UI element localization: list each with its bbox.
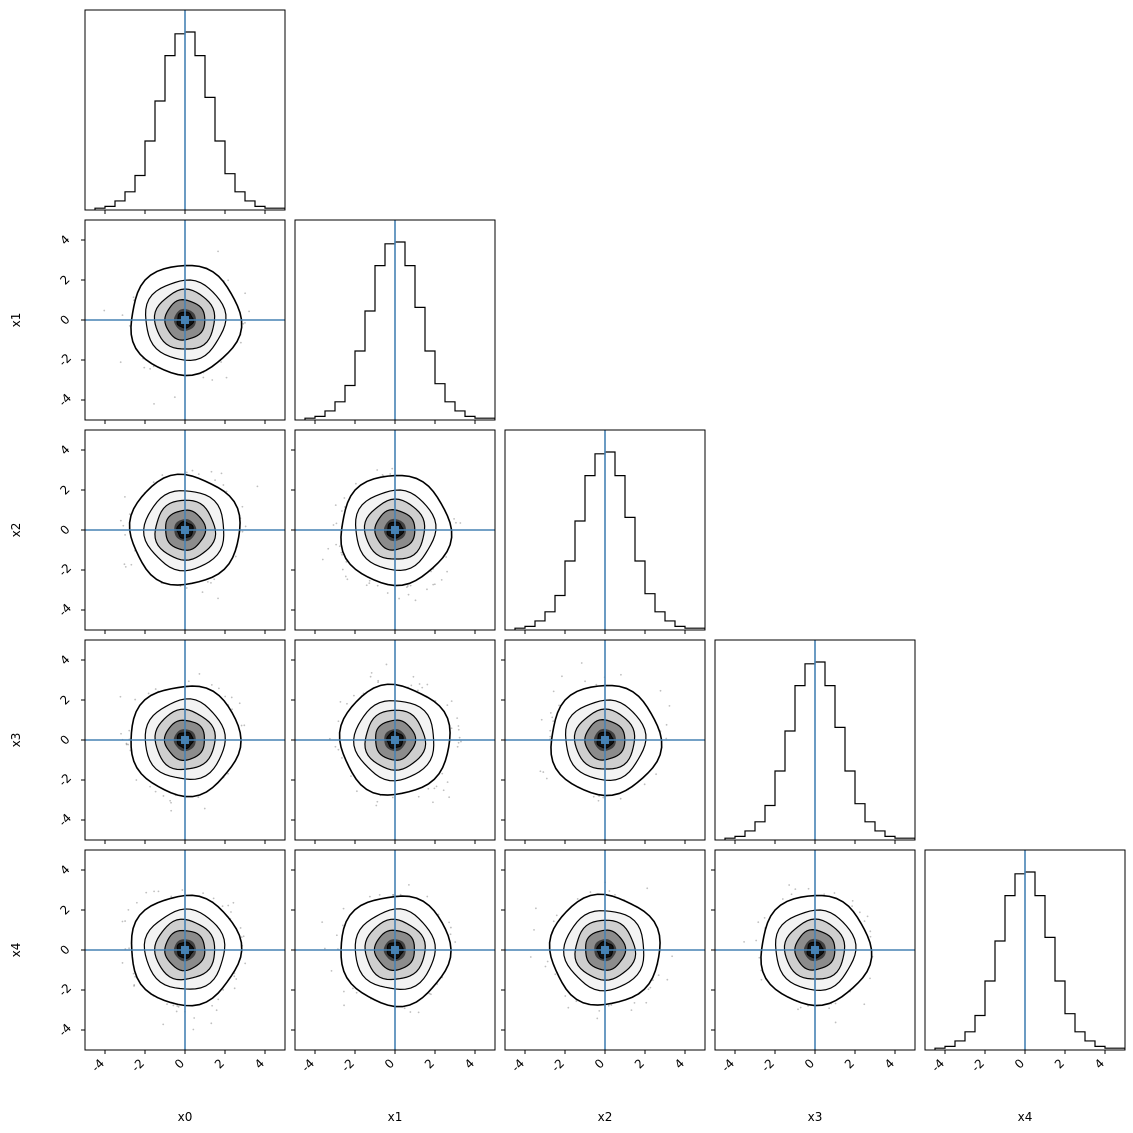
truth-marker xyxy=(601,736,609,744)
x-tick-label: 0 xyxy=(382,1056,397,1071)
panel-x2-x4 xyxy=(501,849,706,1054)
x-tick-label: 4 xyxy=(462,1056,477,1071)
y-tick-label: -2 xyxy=(56,771,74,789)
y-tick-label: -4 xyxy=(56,601,74,619)
y-tick-label: -2 xyxy=(56,351,74,369)
x-tick-label: 4 xyxy=(882,1056,897,1071)
panel-x1-x1 xyxy=(294,219,496,424)
panel-x1-x2 xyxy=(291,429,496,634)
x-tick-label: -4 xyxy=(89,1056,107,1074)
truth-marker xyxy=(181,316,189,324)
x-tick-label: -4 xyxy=(509,1056,527,1074)
y-tick-label: 4 xyxy=(57,862,72,877)
truth-marker xyxy=(181,736,189,744)
x-axis-label-x1: x1 xyxy=(388,1110,403,1124)
x-tick-label: -4 xyxy=(299,1056,317,1074)
histogram-x0 xyxy=(94,31,285,210)
histogram-x1 xyxy=(304,241,495,420)
panel-x2-x3 xyxy=(501,639,706,844)
y-tick-label: 4 xyxy=(57,442,72,457)
truth-marker xyxy=(391,526,399,534)
y-tick-label: 2 xyxy=(57,482,72,497)
x-axis-label-x4: x4 xyxy=(1018,1110,1033,1124)
panel-x4-x4 xyxy=(924,849,1126,1054)
x-tick-label: 2 xyxy=(632,1056,647,1071)
x-tick-label: 2 xyxy=(212,1056,227,1071)
panel-x0-x0 xyxy=(84,9,286,214)
panel-x0-x4 xyxy=(81,849,286,1054)
x-tick-label: -2 xyxy=(969,1056,987,1074)
panel-x3-x3 xyxy=(714,639,916,844)
panel-x3-x4 xyxy=(711,849,916,1054)
panel-x1-x3 xyxy=(291,639,496,844)
y-tick-label: 0 xyxy=(57,942,72,957)
x-axis-label-x3: x3 xyxy=(808,1110,823,1124)
y-tick-label: -4 xyxy=(56,811,74,829)
histogram-x4 xyxy=(934,871,1125,1050)
x-tick-label: -4 xyxy=(929,1056,947,1074)
y-tick-label: -2 xyxy=(56,561,74,579)
panel-x1-x4 xyxy=(291,849,496,1054)
histogram-x2 xyxy=(514,451,705,630)
y-tick-label: -2 xyxy=(56,981,74,999)
x-tick-label: 2 xyxy=(1052,1056,1067,1071)
panel-x0-x1 xyxy=(81,219,286,424)
x-tick-label: 2 xyxy=(842,1056,857,1071)
y-tick-label: 2 xyxy=(57,692,72,707)
y-tick-label: 0 xyxy=(57,522,72,537)
x-axis-label-x2: x2 xyxy=(598,1110,613,1124)
panel-x0-x2 xyxy=(81,429,286,634)
y-tick-label: 0 xyxy=(57,312,72,327)
x-tick-label: 4 xyxy=(252,1056,267,1071)
y-tick-label: 4 xyxy=(57,232,72,247)
truth-marker xyxy=(181,526,189,534)
truth-marker xyxy=(391,736,399,744)
panel-x0-x3 xyxy=(81,639,286,844)
x-tick-label: -2 xyxy=(339,1056,357,1074)
x-axis-label-x0: x0 xyxy=(178,1110,193,1124)
x-tick-label: 2 xyxy=(422,1056,437,1071)
histogram-x3 xyxy=(724,661,915,840)
truth-marker xyxy=(811,946,819,954)
truth-marker xyxy=(391,946,399,954)
y-tick-label: -4 xyxy=(56,391,74,409)
y-axis-label-x3: x3 xyxy=(9,733,23,748)
x-tick-label: 4 xyxy=(672,1056,687,1071)
x-tick-label: 0 xyxy=(592,1056,607,1071)
x-tick-label: -2 xyxy=(549,1056,567,1074)
y-axis-label-x1: x1 xyxy=(9,313,23,328)
y-tick-label: 0 xyxy=(57,732,72,747)
y-axis-label-x4: x4 xyxy=(9,943,23,958)
truth-marker xyxy=(181,946,189,954)
x-tick-label: -2 xyxy=(129,1056,147,1074)
x-tick-label: 0 xyxy=(802,1056,817,1071)
x-tick-label: 0 xyxy=(172,1056,187,1071)
y-tick-label: -4 xyxy=(56,1021,74,1039)
x-tick-label: 0 xyxy=(1012,1056,1027,1071)
y-tick-label: 2 xyxy=(57,902,72,917)
x-tick-label: -2 xyxy=(759,1056,777,1074)
y-tick-label: 2 xyxy=(57,272,72,287)
truth-marker xyxy=(601,946,609,954)
panel-x2-x2 xyxy=(504,429,706,634)
y-axis-label-x2: x2 xyxy=(9,523,23,538)
x-tick-label: -4 xyxy=(719,1056,737,1074)
x-tick-label: 4 xyxy=(1092,1056,1107,1071)
y-tick-label: 4 xyxy=(57,652,72,667)
